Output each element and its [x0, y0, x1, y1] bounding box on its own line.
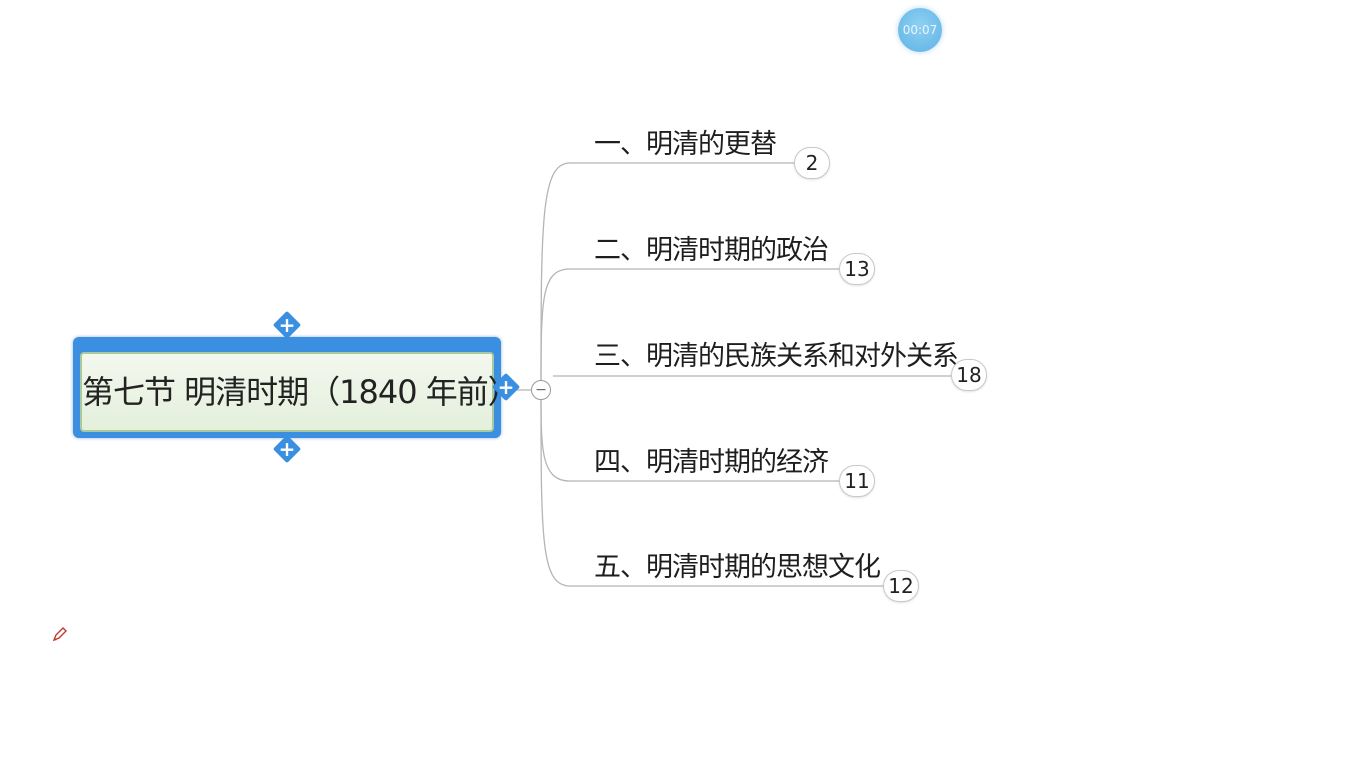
topic-count-badge[interactable]: 13: [839, 253, 875, 285]
minus-icon[interactable]: −: [531, 380, 551, 400]
root-topic[interactable]: 第七节 明清时期（1840 年前）: [80, 352, 520, 432]
plus-icon[interactable]: +: [275, 313, 299, 337]
plus-icon[interactable]: +: [494, 375, 518, 399]
connector-topic-2: [540, 268, 840, 391]
topic-2[interactable]: 二、明清时期的政治: [594, 235, 829, 266]
pen-icon[interactable]: [52, 626, 68, 642]
topic-count-badge[interactable]: 12: [883, 570, 919, 602]
topic-count-badge[interactable]: 18: [951, 359, 987, 391]
topic-count-badge[interactable]: 2: [794, 147, 830, 179]
topic-5[interactable]: 五、明清时期的思想文化: [594, 552, 881, 583]
topic-1[interactable]: 一、明清的更替: [594, 129, 777, 160]
plus-icon[interactable]: +: [275, 437, 299, 461]
recording-timer: 00:07: [898, 8, 942, 52]
topic-3[interactable]: 三、明清的民族关系和对外关系: [594, 341, 959, 372]
topic-count-badge[interactable]: 11: [839, 465, 875, 497]
connector-topic-5: [540, 389, 884, 587]
topic-4[interactable]: 四、明清时期的经济: [594, 447, 829, 478]
